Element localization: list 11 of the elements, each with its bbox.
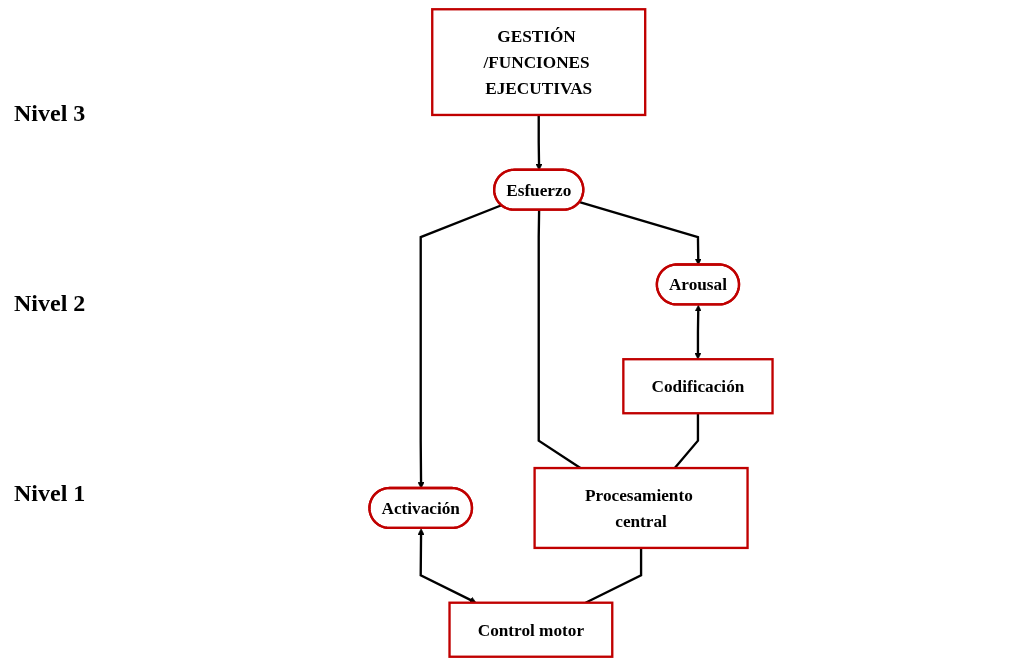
arrow — [417, 204, 502, 489]
level-label: Nivel 3 — [14, 100, 86, 127]
level-label: Nivel 1 — [14, 480, 86, 507]
arrow — [694, 304, 702, 360]
node-box — [448, 601, 614, 658]
level-label: Nivel 2 — [14, 290, 86, 317]
node-box — [533, 466, 749, 550]
node-box — [431, 8, 647, 117]
connector — [673, 413, 700, 469]
flowchart: GESTIÓN /FUNCIONES EJECUTIVAS Esfuerzo Arousal Activación Codificación Procesamiento central Control motor — [120, 3, 1022, 663]
node-box — [622, 358, 774, 415]
